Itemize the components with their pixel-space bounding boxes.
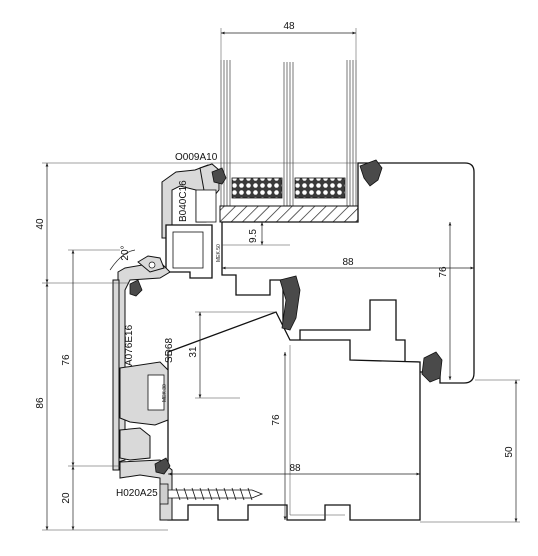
- code-gasket: SD68: [164, 338, 175, 363]
- dim-frame-height-mid: 76: [271, 414, 282, 426]
- code-bottom-profile: H020A25: [116, 488, 158, 499]
- dim-sash-height: 76: [61, 354, 72, 366]
- dim-frame-depth-upper: 88: [342, 257, 354, 268]
- dim-left-upper: 40: [35, 218, 46, 230]
- profile-code-labels: O009A10 B040C16 A076E16 SD68 H020A25 MEK…: [116, 152, 222, 499]
- glass-pane-middle: [283, 62, 294, 206]
- code-bead-profile: B040C16: [178, 180, 189, 222]
- dim-glass-width: 48: [283, 21, 295, 32]
- dim-glass-rebate: 9.5: [248, 229, 259, 243]
- fixing-screw: [159, 483, 264, 505]
- dim-frame-height-right: 76: [438, 266, 449, 278]
- screw-head: [159, 483, 169, 505]
- edge-seal: [219, 205, 359, 223]
- label-mek-lower: MEK.30: [162, 384, 168, 402]
- dim-angle: 20°: [120, 245, 131, 260]
- dim-right-lower: 50: [504, 446, 515, 458]
- dim-frame-depth-lower: 88: [289, 463, 301, 474]
- code-sash-profile: A076E16: [124, 324, 135, 366]
- clip-hole: [148, 261, 156, 269]
- dim-gasket-gap: 31: [188, 346, 199, 358]
- dimension-lines: [42, 28, 520, 531]
- mek-insert: [147, 374, 165, 411]
- glazing-unit: [219, 60, 359, 223]
- cover-plate: [112, 279, 120, 471]
- spacer-inner: [294, 177, 346, 199]
- dim-left-total: 86: [35, 397, 46, 409]
- dimension-labels: 48 40 9.5 20° 88 76 76 86 31 76 88 50 20: [35, 21, 515, 504]
- sash-profile: [112, 163, 220, 521]
- dim-left-lower: 20: [61, 492, 72, 504]
- gaskets: [129, 159, 443, 475]
- glass-pane-inner: [346, 60, 357, 206]
- label-mek-upper: MEK.50: [216, 244, 222, 262]
- spacer-outer: [231, 177, 283, 199]
- thermal-break-upper: [195, 189, 217, 223]
- code-glazing-bead: O009A10: [175, 152, 218, 163]
- sash-chamber: [172, 231, 204, 269]
